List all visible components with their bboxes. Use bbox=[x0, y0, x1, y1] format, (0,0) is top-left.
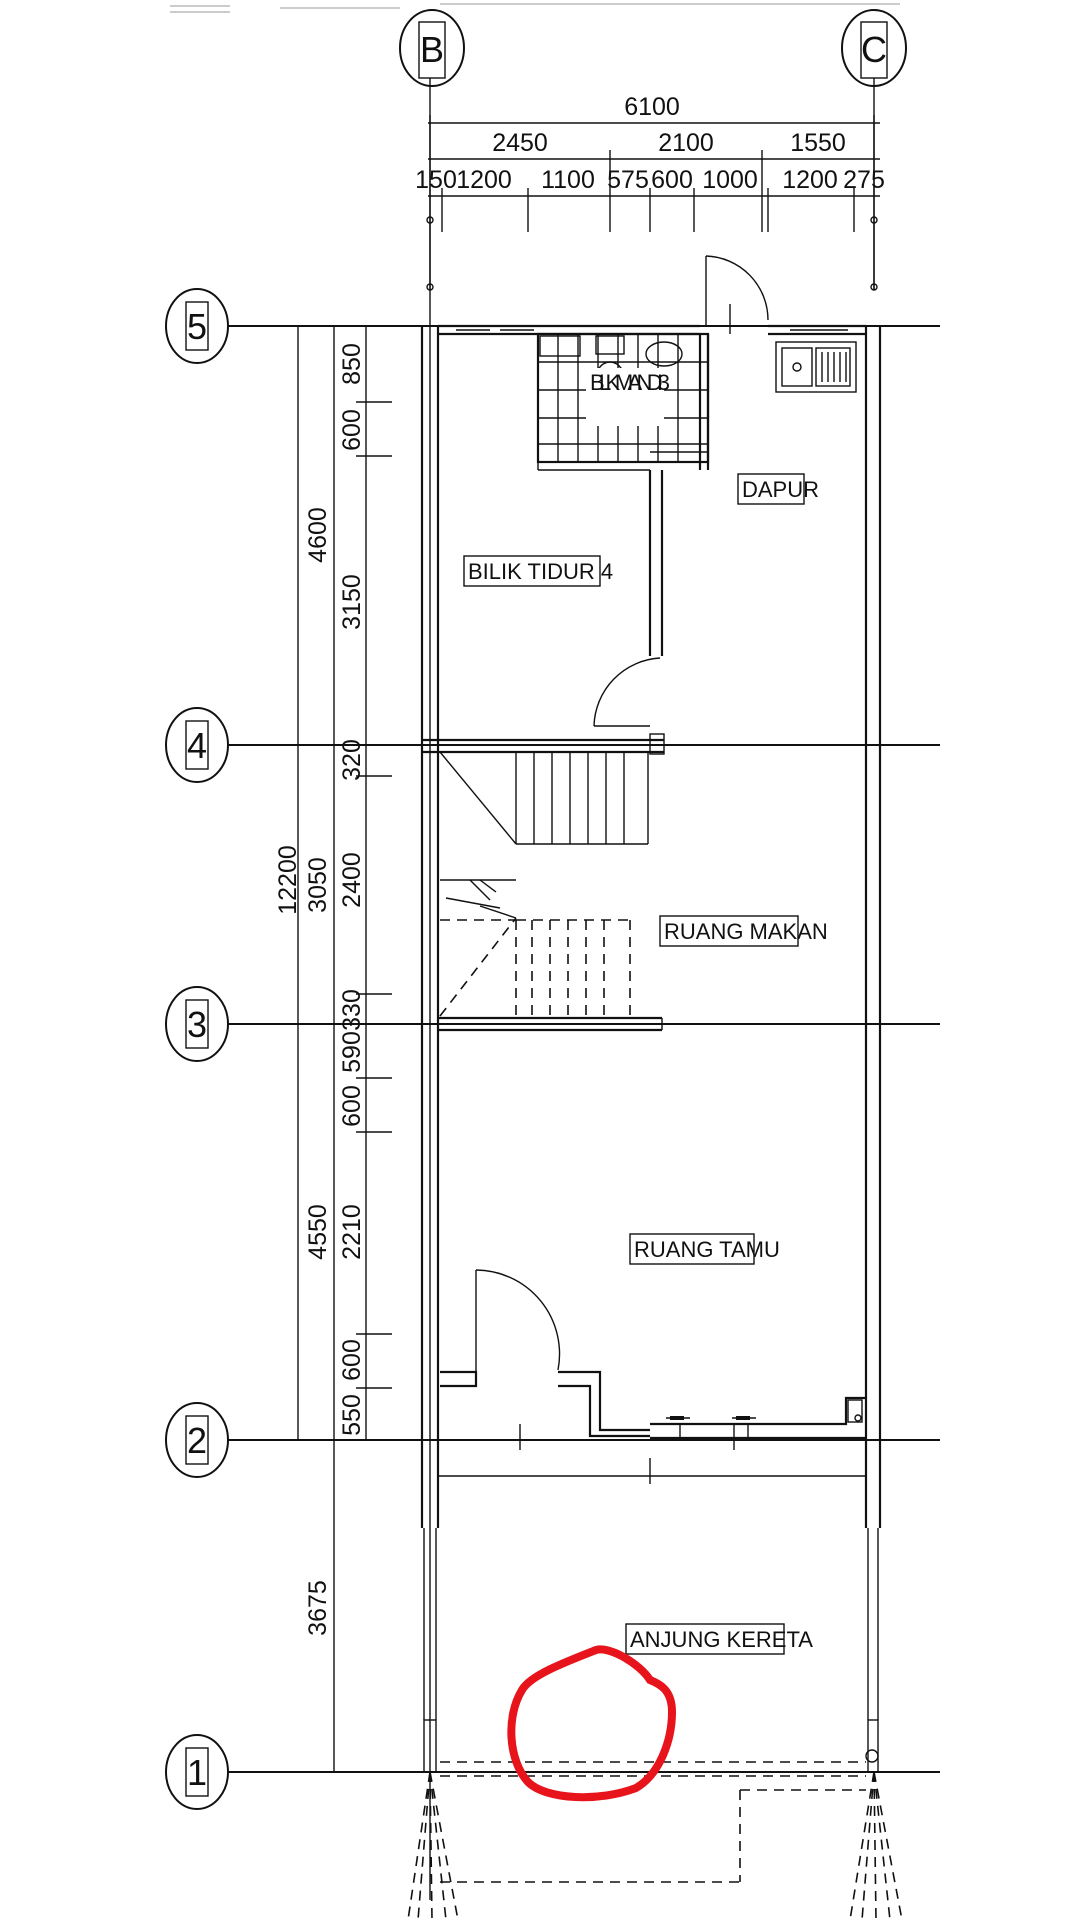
dim-top-detail-6: 1000 bbox=[702, 166, 758, 194]
dim-left-l3-8: 600 bbox=[338, 1085, 366, 1127]
porch-area bbox=[407, 1424, 903, 1920]
dim-left-l3-11: 550 bbox=[338, 1394, 366, 1436]
dim-top-detail-4: 575 bbox=[607, 166, 649, 194]
bathroom-block: BLK MANDI 3 bbox=[536, 332, 710, 656]
grid-label-3: 3 bbox=[187, 1004, 207, 1045]
dim-left-l3-4: 320 bbox=[338, 739, 366, 781]
red-circle-annotation bbox=[507, 1645, 677, 1802]
dim-top-detail-3: 1100 bbox=[541, 166, 595, 194]
dim-top-mid-1: 2450 bbox=[492, 129, 548, 157]
dim-left-l2-3: 4550 bbox=[304, 1204, 332, 1260]
dim-left-l3-6: 330 bbox=[338, 989, 366, 1031]
header-scan-lines bbox=[170, 3, 900, 13]
room-label-ruang-tamu: RUANG TAMU bbox=[634, 1237, 780, 1262]
dim-top-overall: 6100 bbox=[624, 93, 680, 121]
left-dimensions: 12200 4600 3050 4550 3675 850 600 3150 3… bbox=[274, 326, 392, 1772]
kitchen-sink bbox=[775, 341, 857, 393]
grid-label-2: 2 bbox=[187, 1420, 207, 1461]
front-door bbox=[440, 1269, 866, 1440]
grid-bubble-2: 2 bbox=[165, 1402, 229, 1478]
grid-bubble-4: 4 bbox=[165, 707, 229, 783]
grid-bubble-3: 3 bbox=[165, 986, 229, 1062]
dim-left-l3-7: 590 bbox=[338, 1031, 366, 1073]
bedroom-door bbox=[593, 657, 661, 727]
dim-left-overall: 12200 bbox=[274, 845, 302, 915]
dim-left-l3-3: 3150 bbox=[338, 574, 366, 630]
dim-top-detail-1: 150 bbox=[415, 166, 457, 194]
room-labels: DAPUR BILIK TIDUR 4 RUANG MAKAN RUANG TA… bbox=[463, 473, 828, 1655]
room-label-dapur: DAPUR bbox=[742, 477, 819, 502]
room-label-bathroom: BLK MANDI 3 bbox=[590, 370, 670, 395]
dim-left-l3-2: 600 bbox=[338, 409, 366, 451]
dim-top-detail-2: 1200 bbox=[456, 166, 512, 194]
grid-label-4: 4 bbox=[187, 725, 207, 766]
grid-axes bbox=[228, 78, 940, 1900]
dim-left-l3-5: 2400 bbox=[338, 852, 366, 908]
dim-left-l2-1: 4600 bbox=[304, 507, 332, 563]
dim-left-l3-10: 600 bbox=[338, 1339, 366, 1381]
grid-bubble-c: C bbox=[841, 9, 907, 87]
wall-grid-3 bbox=[438, 1016, 663, 1032]
top-dimensions: 6100 2450 2100 1550 150 1200 1100 575 60… bbox=[415, 93, 885, 291]
room-label-bilik-tidur: BILIK TIDUR 4 bbox=[468, 559, 613, 584]
dim-top-mid-2: 2100 bbox=[658, 129, 714, 157]
dim-left-l3-9: 2210 bbox=[338, 1204, 366, 1260]
dim-top-detail-7: 1200 bbox=[782, 166, 838, 194]
dim-top-detail-5: 600 bbox=[651, 166, 693, 194]
grid-label-1: 1 bbox=[187, 1752, 207, 1793]
room-label-ruang-makan: RUANG MAKAN bbox=[664, 919, 828, 944]
staircase bbox=[439, 751, 649, 1017]
grid-bubble-5: 5 bbox=[165, 288, 229, 364]
exterior-walls bbox=[420, 324, 882, 1773]
grid-bubble-b: B bbox=[399, 9, 465, 87]
dim-left-l3-1: 850 bbox=[338, 343, 366, 385]
grid-label-b: B bbox=[420, 29, 444, 70]
grid-bubble-1: 1 bbox=[165, 1734, 229, 1810]
dim-top-mid-3: 1550 bbox=[790, 129, 846, 157]
grid-label-c: C bbox=[861, 29, 887, 70]
dim-left-l2-4: 3675 bbox=[304, 1580, 332, 1636]
dim-left-l2-2: 3050 bbox=[304, 857, 332, 913]
dim-top-detail-8: 275 bbox=[843, 166, 885, 194]
back-door bbox=[705, 255, 769, 334]
grid-label-5: 5 bbox=[187, 306, 207, 347]
room-label-anjung-kereta: ANJUNG KERETA bbox=[630, 1627, 813, 1652]
